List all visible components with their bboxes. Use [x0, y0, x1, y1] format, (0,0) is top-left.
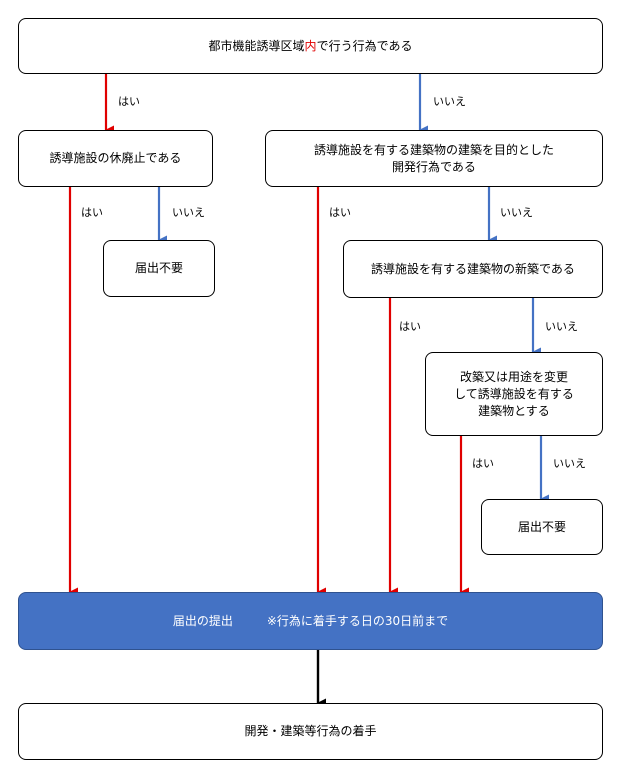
closure-question-text: 誘導施設の休廃止である: [49, 151, 182, 165]
label-closure-no: いいえ: [172, 206, 205, 219]
new-build-question-text: 誘導施設を有する建築物の新築である: [371, 261, 575, 276]
label-devact-yes: はい: [329, 206, 351, 219]
label-devact-no: いいえ: [500, 206, 533, 219]
label-closure-yes: はい: [81, 206, 103, 219]
label-start-no: いいえ: [433, 95, 466, 108]
start-question-text: 都市機能誘導区域内で行う行為である: [208, 38, 413, 53]
new-build-question-box: 誘導施設を有する建築物の新築である: [343, 240, 603, 298]
label-newbuild-no: いいえ: [545, 320, 578, 333]
start-work-box: 開発・建築等行為の着手: [18, 703, 603, 760]
development-act-question-box: 誘導施設を有する建築物の建築を目的とした 開発行為である: [265, 130, 603, 187]
renovation-question-text: 改築又は用途を変更 して誘導施設を有する 建築物とする: [454, 369, 574, 418]
label-start-yes: はい: [118, 95, 140, 108]
no-report-text-1: 届出不要: [134, 261, 183, 275]
label-renovation-no: いいえ: [553, 457, 586, 470]
submit-deadline-note: ※行為に着手する日の30日前まで: [266, 613, 449, 628]
renovation-question-box: 改築又は用途を変更 して誘導施設を有する 建築物とする: [425, 352, 603, 436]
closure-question-box: 誘導施設の休廃止である: [18, 130, 213, 187]
label-newbuild-yes: はい: [399, 320, 421, 333]
submit-notification-box: 届出の提出 ※行為に着手する日の30日前まで: [18, 592, 603, 650]
start-work-text: 開発・建築等行為の着手: [244, 724, 377, 738]
no-report-text-2: 届出不要: [517, 519, 566, 534]
development-act-question-text: 誘導施設を有する建築物の建築を目的とした 開発行為である: [313, 142, 554, 174]
no-report-box-1: 届出不要: [103, 240, 215, 297]
start-question-box: 都市機能誘導区域内で行う行為である: [18, 18, 603, 74]
label-renovation-yes: はい: [472, 457, 494, 470]
submit-notification-text: 届出の提出: [172, 613, 233, 628]
no-report-box-2: 届出不要: [481, 499, 603, 555]
